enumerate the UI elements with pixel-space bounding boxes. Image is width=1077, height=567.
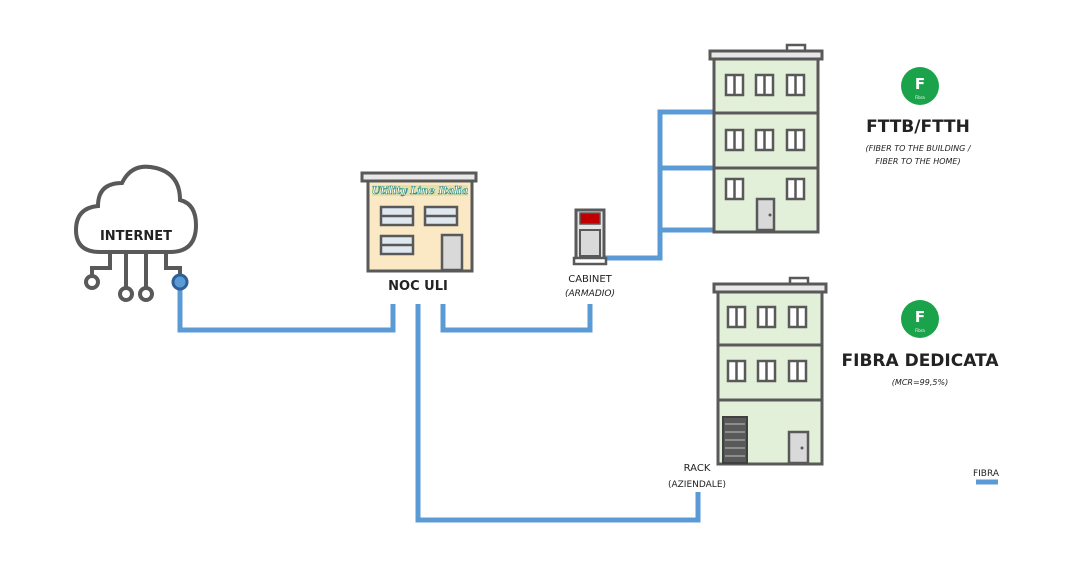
cabinet-label: CABINET xyxy=(568,274,612,285)
fiber-link-internet-noc xyxy=(177,282,396,333)
noc-building-icon: Utility Line Italia NOC ULI xyxy=(360,171,478,294)
dedicated-badge-caption: Fibra xyxy=(915,328,925,333)
rack-sublabel: (AZIENDALE) xyxy=(668,480,726,490)
dedicated-badge-letter: F xyxy=(915,308,925,326)
noc-sign: Utility Line Italia xyxy=(372,186,468,197)
cabinet-sublabel: (ARMADIO) xyxy=(565,289,615,299)
fiber-link-cabinet-building xyxy=(604,109,714,261)
noc-label: NOC ULI xyxy=(388,279,448,294)
dedicated-fiber-badge-icon: F Fibra xyxy=(901,300,939,338)
dedicated-title: FIBRA DEDICATA xyxy=(842,351,1000,371)
fttb-building-icon xyxy=(708,43,824,234)
internet-label: INTERNET xyxy=(100,229,172,244)
dedicated-building-icon xyxy=(712,276,828,466)
fttb-subtitle-line2: FIBER TO THE HOME) xyxy=(875,157,960,166)
rack-label: RACK xyxy=(684,463,711,474)
fttb-badge-letter: F xyxy=(915,75,925,93)
cabinet-icon: CABINET (ARMADIO) xyxy=(565,208,615,299)
fttb-badge-caption: Fibra xyxy=(915,95,925,100)
fttb-fiber-badge-icon: F Fibra xyxy=(901,67,939,105)
fttb-subtitle-line1: (FIBER TO THE BUILDING / xyxy=(865,144,971,153)
fiber-link-noc-cabinet xyxy=(440,304,593,333)
legend-label: FIBRA xyxy=(973,469,1000,479)
fiber-link-noc-rack xyxy=(415,304,701,523)
internet-cloud-icon: INTERNET xyxy=(73,164,199,302)
rack-unit-icon xyxy=(722,416,748,464)
dedicated-subtitle: (MCR=99,5%) xyxy=(892,378,948,387)
fiber-links xyxy=(177,109,714,523)
fttb-title: FTTB/FTTH xyxy=(866,117,970,137)
legend: FIBRA xyxy=(973,469,1000,485)
